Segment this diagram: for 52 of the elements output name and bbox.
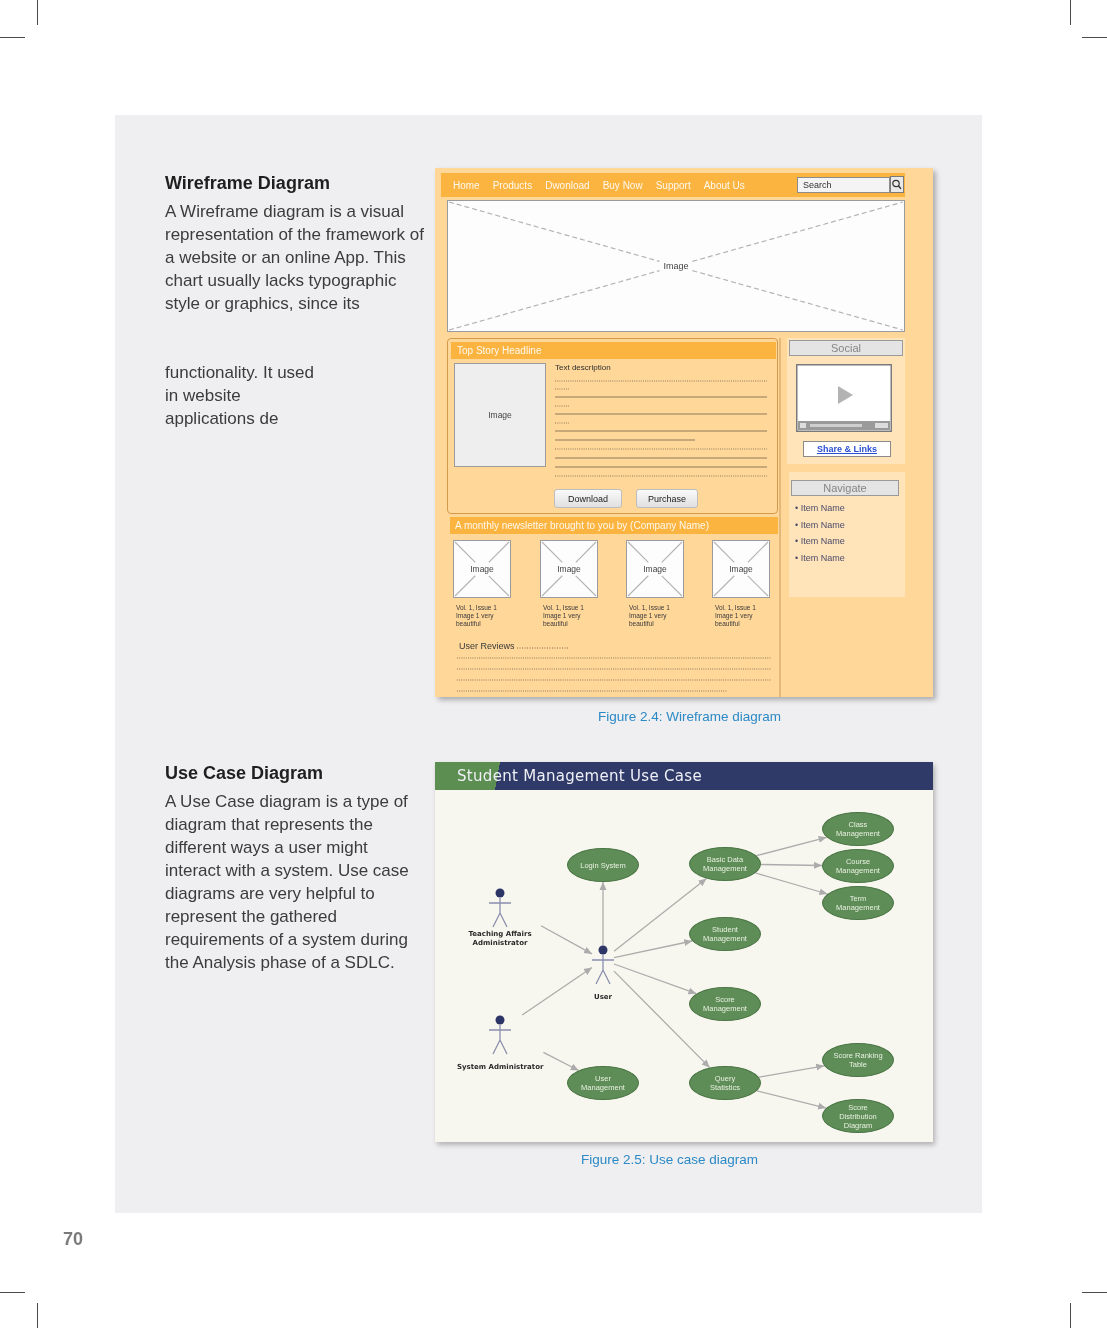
- wireframe-image: Image: [626, 540, 684, 598]
- search-field: Search: [797, 177, 890, 193]
- figure-caption: Figure 2.5: Use case diagram: [581, 1152, 759, 1167]
- wireframe-image: Image: [447, 200, 905, 332]
- title-band: Student Management Use Case: [435, 762, 933, 790]
- body-text: functionality. It used in website applications de: [165, 362, 315, 430]
- nav-link: Support: [655, 179, 691, 191]
- nav-link: Products: [492, 179, 533, 191]
- arrow: [758, 1063, 825, 1078]
- nav-link: About Us: [703, 179, 745, 191]
- wireframe-button: Purchase: [636, 489, 698, 508]
- arrow: [754, 872, 829, 896]
- arrow: [540, 925, 593, 955]
- list-item: • Item Name: [795, 535, 845, 547]
- figure-caption: Figure 2.4: Wireframe diagram: [598, 709, 782, 724]
- page-number: 70: [63, 1229, 84, 1250]
- nav-link: Home: [453, 179, 480, 191]
- arrow: [613, 963, 698, 995]
- wireframe-image: Image: [454, 363, 546, 467]
- section-heading: Wireframe Diagram: [165, 172, 331, 194]
- body-text: A Wireframe diagram is a visual representation of the framework of a website or an online App. This chart usually lacks typographic style or graphics, since its: [165, 201, 425, 315]
- arrow: [756, 1090, 827, 1110]
- section-heading: Use Case Diagram: [165, 762, 325, 784]
- arrow: [755, 835, 828, 857]
- banner-bar: A monthly newsletter brought to you by (Company Name): [450, 517, 778, 534]
- body-text: A Use Case diagram is a type of diagram that represents the different ways a user might interact with a system. Use case diagrams are very helpful to represent the gathered requirements of a system during the Analysis phase of a SDLC.: [165, 791, 410, 974]
- section-header: Social: [789, 340, 903, 356]
- nav-panel: [789, 472, 905, 597]
- wireframe-image: Image: [712, 540, 770, 598]
- section-header: Navigate: [791, 480, 899, 496]
- arrow: [521, 966, 593, 1016]
- story-panel: [447, 338, 778, 514]
- nav-link: Buy Now: [602, 179, 643, 191]
- wireframe-button: Download: [554, 489, 622, 508]
- nav-link: Dwonload: [545, 179, 590, 191]
- list-item: • Item Name: [795, 518, 845, 531]
- nav-bar: [441, 173, 905, 197]
- arrow: [542, 1051, 580, 1072]
- arrow: [599, 881, 607, 946]
- list-item: • Item Name: [795, 502, 845, 514]
- arrow: [613, 939, 693, 959]
- wireframe-image: Image: [453, 540, 511, 598]
- list-item: • Item Name: [795, 551, 845, 564]
- wireframe-image: Image: [540, 540, 598, 598]
- text-description: Text description: [555, 363, 611, 372]
- link-box: [803, 441, 891, 457]
- panel-header: Top Story Headline: [451, 342, 776, 359]
- link: Share & Links: [817, 444, 877, 454]
- arrow: [613, 970, 711, 1069]
- section-label: User Reviews: [459, 641, 515, 651]
- arrow: [760, 861, 823, 869]
- arrow: [613, 877, 708, 952]
